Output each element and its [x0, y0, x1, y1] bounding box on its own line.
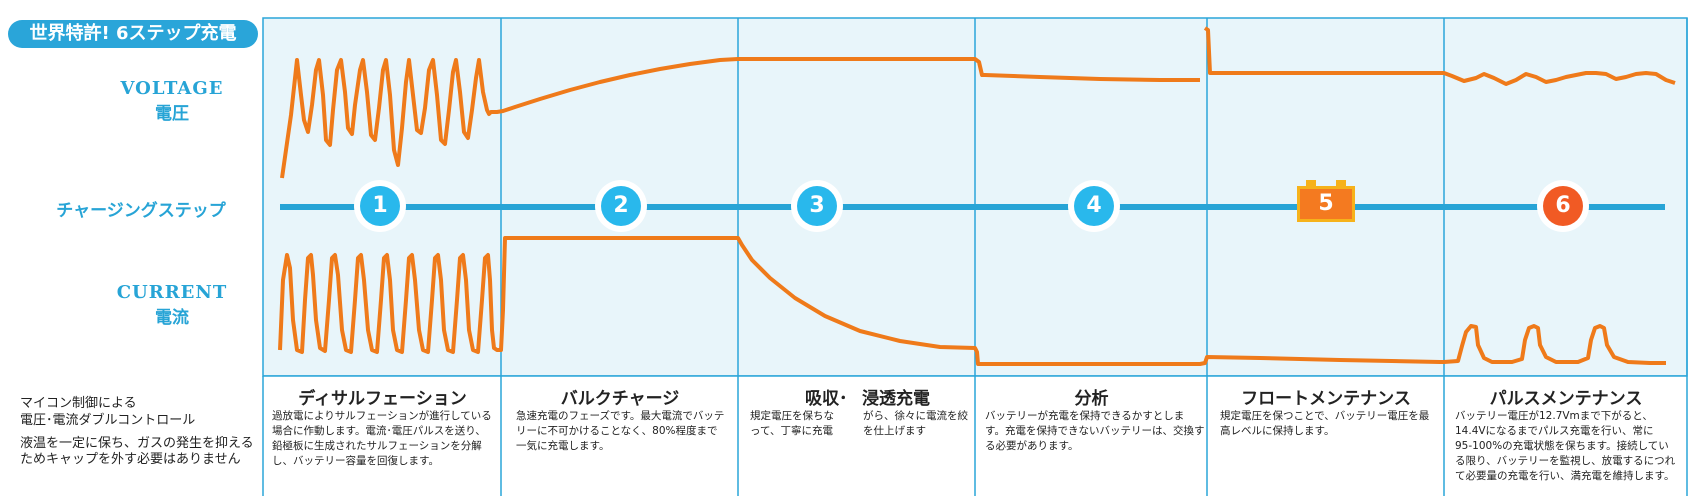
step-5-desc-line: 規定電圧を保つことで、バッテリー電圧を最 — [1220, 410, 1430, 422]
battery-terminal-left — [1306, 180, 1316, 186]
step-1-desc-line: 鉛極板に生成されたサルフェーションを分解 — [272, 440, 482, 452]
step-4-desc-line: バッテリーが充電を保持できるかすとしま — [985, 410, 1185, 422]
step-5-title: フロートメンテナンス — [1241, 389, 1411, 409]
step-badge-4: 4 — [1074, 186, 1114, 226]
step-2-title: バルクチャージ — [560, 389, 680, 409]
step-1-desc-line: 過放電によりサルフェーションが進行している — [272, 410, 492, 422]
step-3-description: 規定電圧を保ちな って、丁寧に充電 — [750, 409, 834, 439]
step-3-title: 吸収･ — [805, 389, 848, 409]
step-2-description: 急速充電のフェーズです。最大電流でバッテ リーに不可かけることなく、80%程度ま… — [516, 409, 724, 454]
step-6-desc-line: て必要量の充電を行い、満充電を維持します。 — [1455, 470, 1675, 482]
note-cap-line1: 液温を一定に保ち、ガスの発生を抑える — [20, 436, 254, 451]
step-4-description: バッテリーが充電を保持できるかすとしま す。充電を保持できないバッテリーは、交換… — [985, 409, 1204, 454]
step-3-description-2: がら、徐々に電流を絞 を仕上げます — [863, 409, 968, 439]
step-6-desc-line: 14.4Vになるまでパルス充電を行い、常に — [1455, 425, 1654, 437]
voltage-curve — [280, 57, 1200, 179]
step-badge-5-battery-icon: 5 — [1297, 180, 1355, 222]
note-cap-line2: ためキャップを外す必要はありません — [20, 452, 241, 467]
step-6-desc-line: バッテリー電圧が12.7Vmまで下がると、 — [1455, 410, 1653, 422]
step-4-desc-line: る必要があります。 — [985, 440, 1079, 452]
step-1-desc-line: し、バッテリー容量を回復します。 — [272, 455, 439, 467]
step-3-desc-line: 規定電圧を保ちな — [750, 410, 834, 422]
step-6-desc-line: 95-100%の充電状態を保ちます。接続してい — [1455, 440, 1669, 452]
step-2-desc-line: リーに不可かけることなく、80%程度まで — [516, 425, 718, 437]
current-label-jp: 電流 — [155, 308, 189, 328]
step-badge-6: 6 — [1543, 186, 1583, 226]
current-label-en: CURRENT — [116, 282, 228, 303]
step-3-desc-line: がら、徐々に電流を絞 — [863, 410, 968, 422]
battery-terminal-right — [1336, 180, 1346, 186]
step-badge-5-number: 5 — [1318, 191, 1334, 216]
charging-step-label: チャージングステップ — [56, 201, 226, 221]
voltage-label-jp: 電圧 — [155, 104, 189, 124]
step-badge-1: 1 — [360, 186, 400, 226]
step-4-desc-line: す。充電を保持できないバッテリーは、交換す — [985, 425, 1205, 437]
step-1-desc-line: 場合に作動します。電流･電圧パルスを送り、 — [272, 425, 486, 437]
step-3-title-2: 浸透充電 — [862, 389, 930, 409]
step-6-title: パルスメンテナンス — [1489, 389, 1643, 409]
step-4-title: 分析 — [1074, 389, 1109, 409]
voltage-label: VOLTAGE 電圧 — [112, 78, 232, 124]
step-3-desc-line: って、丁寧に充電 — [750, 425, 833, 437]
step-1-title: ディサルフェーション — [298, 389, 467, 409]
step-3-desc-line: を仕上げます — [863, 425, 926, 437]
step-dividers — [500, 18, 1688, 496]
current-curve — [278, 236, 1666, 366]
voltage-label-en: VOLTAGE — [120, 78, 224, 99]
current-label: CURRENT 電流 — [112, 282, 232, 328]
step-2-desc-line: 急速充電のフェーズです。最大電流でバッテ — [516, 410, 725, 422]
note-control-line2: 電圧･電流ダブルコントロール — [20, 413, 196, 428]
step-badge-2: 2 — [601, 186, 641, 226]
step-badge-3: 3 — [797, 186, 837, 226]
step-5-desc-line: 高レベルに保持します。 — [1220, 425, 1335, 437]
step-1-description: 過放電によりサルフェーションが進行している 場合に作動します。電流･電圧パルスを… — [272, 409, 492, 469]
step-2-desc-line: 一気に充電します。 — [516, 440, 610, 452]
voltage-curve-float — [1203, 26, 1676, 86]
step-5-description: 規定電圧を保つことで、バッテリー電圧を最 高レベルに保持します。 — [1220, 409, 1429, 439]
note-control-line1: マイコン制御による — [20, 396, 137, 411]
step-6-description: バッテリー電圧が12.7Vmまで下がると、 14.4Vになるまでパルス充電を行い… — [1455, 409, 1675, 484]
step-6-desc-line: る限り、バッテリーを監視し、放電するにつれ — [1455, 455, 1676, 467]
title-badge: 世界特許! 6ステップ充電 — [8, 20, 258, 48]
